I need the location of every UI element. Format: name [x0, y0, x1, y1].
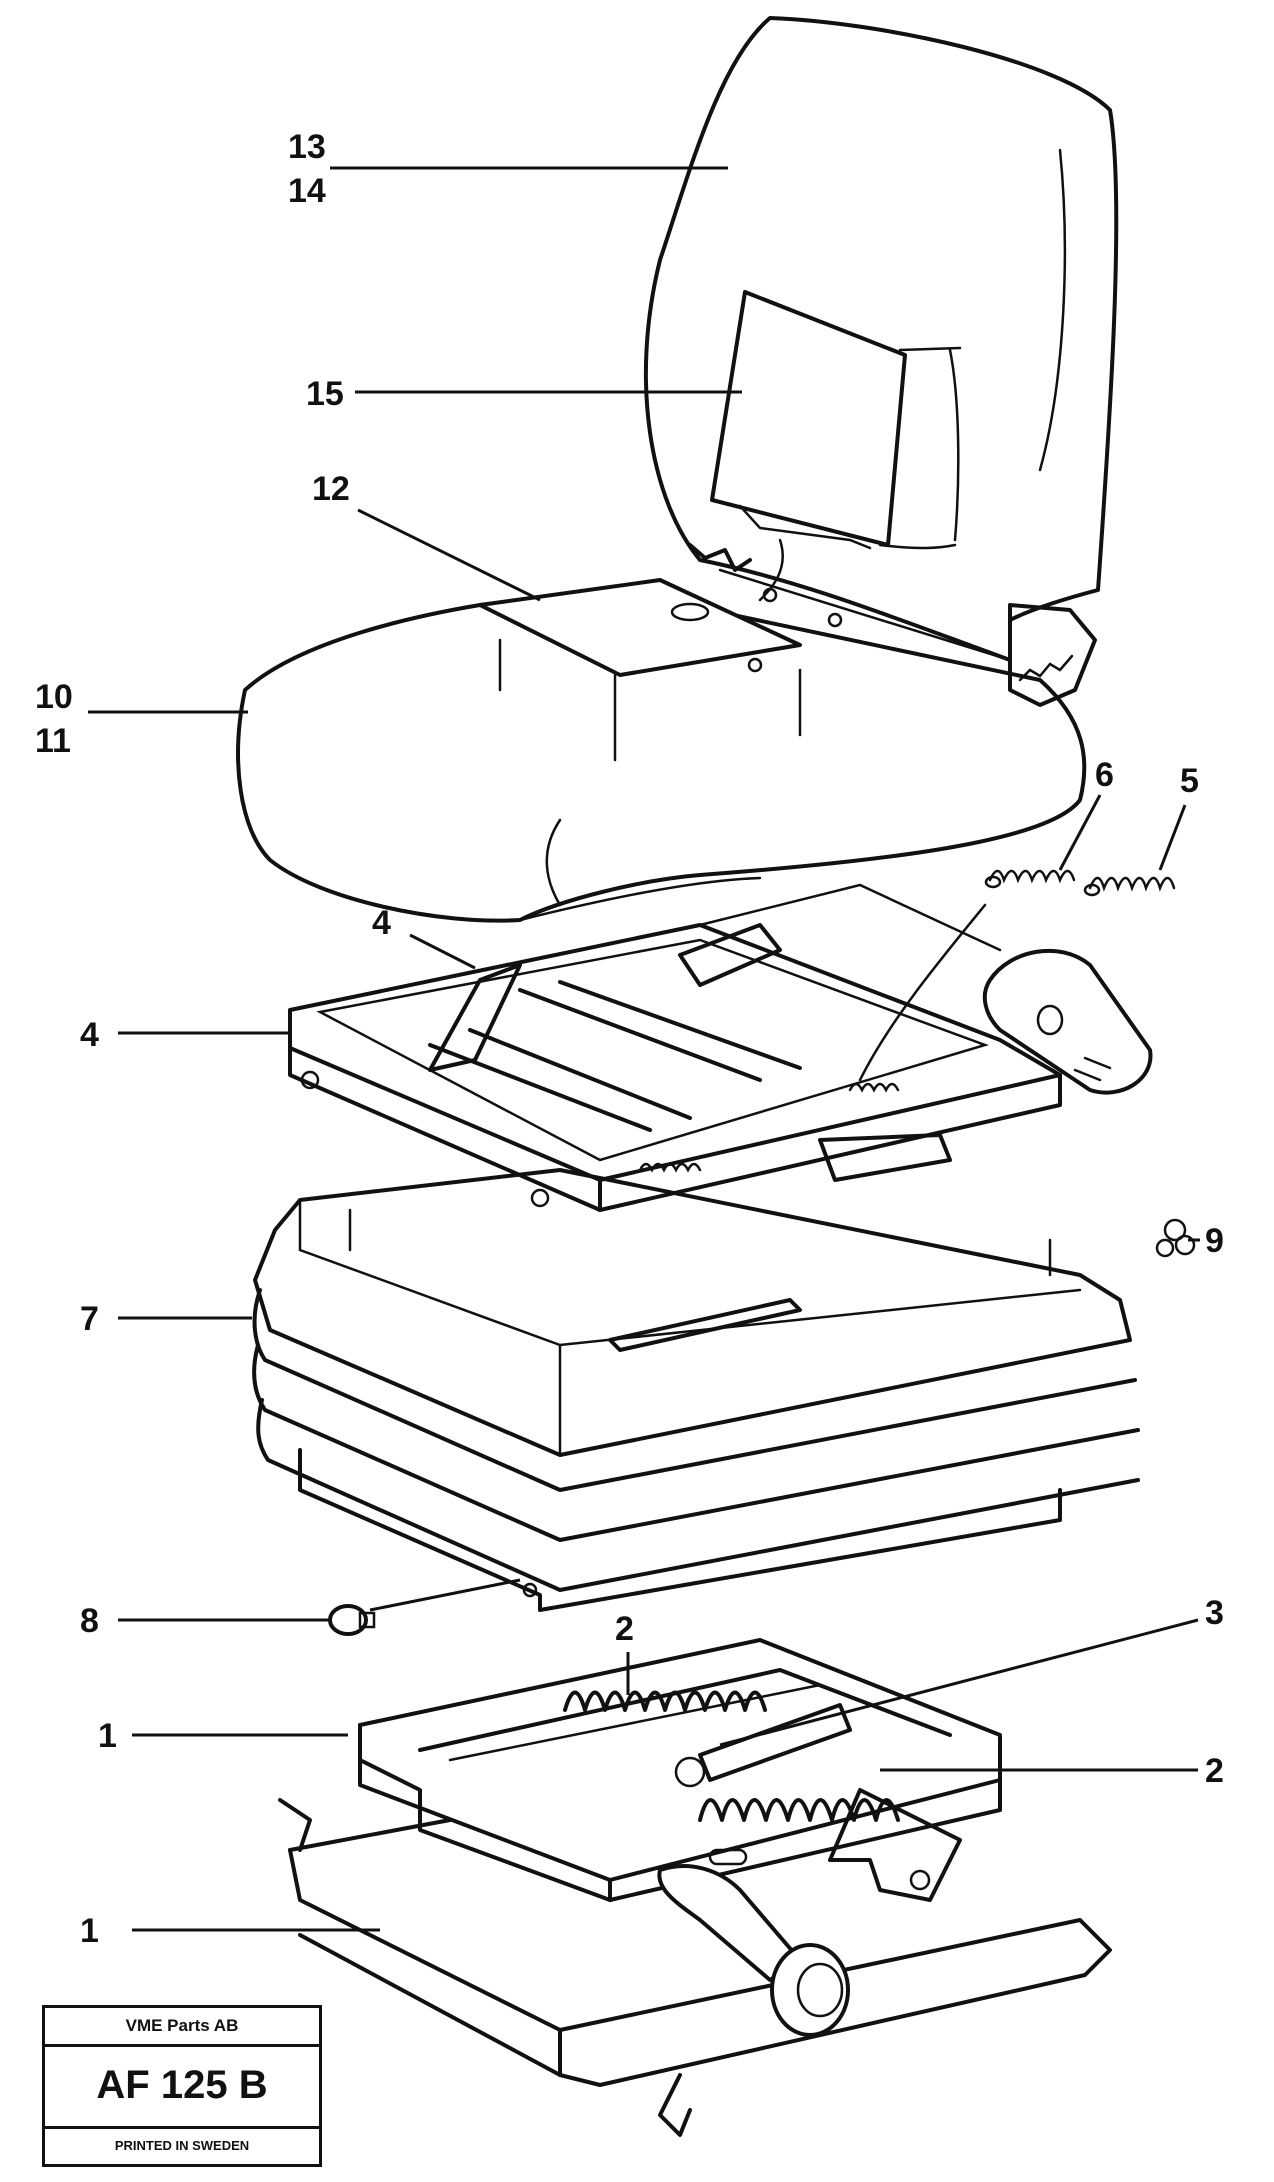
- callout-1-lower: 1: [80, 1912, 99, 1950]
- bellows-housing: [252, 1168, 1140, 1612]
- callout-8: 8: [80, 1602, 99, 1640]
- callout-1-upper: 1: [98, 1717, 117, 1755]
- callout-11: 11: [35, 722, 71, 760]
- callout-6: 6: [1095, 756, 1114, 794]
- screw-8: [328, 1604, 376, 1636]
- callout-13: 13: [288, 128, 326, 166]
- upper-frame: [288, 883, 1062, 1212]
- callout-2-right: 2: [1205, 1752, 1224, 1790]
- callouts: 13 14 15 12 10 11 6 5 4 4 9 7 8 2 3 1 2 …: [35, 128, 1224, 1950]
- tilt-knob: [858, 903, 1153, 1095]
- wing-nut-9: [1155, 1218, 1196, 1258]
- callout-9: 9: [1205, 1222, 1224, 1260]
- callout-7: 7: [80, 1300, 99, 1338]
- callout-15: 15: [306, 375, 344, 413]
- springs-small: [984, 869, 1176, 897]
- seat-cushion: [236, 578, 1087, 923]
- title-block: VME Parts AB AF 125 B PRINTED IN SWEDEN: [42, 2005, 322, 2167]
- title-block-code: AF 125 B: [45, 2044, 319, 2129]
- callout-12: 12: [312, 470, 350, 508]
- callout-4-upper: 4: [372, 904, 391, 942]
- callout-2-top: 2: [615, 1610, 634, 1648]
- callout-3: 3: [1205, 1594, 1224, 1632]
- callout-10: 10: [35, 678, 73, 716]
- lumbar-pad: [688, 290, 1012, 662]
- suspension-base: [278, 1638, 1112, 2137]
- leader-lines: [88, 166, 1200, 1932]
- title-block-printed: PRINTED IN SWEDEN: [114, 2137, 250, 2153]
- callout-14: 14: [288, 172, 326, 210]
- callout-4-left: 4: [80, 1016, 99, 1054]
- title-block-company: VME Parts AB: [45, 2008, 319, 2047]
- callout-5: 5: [1180, 762, 1199, 800]
